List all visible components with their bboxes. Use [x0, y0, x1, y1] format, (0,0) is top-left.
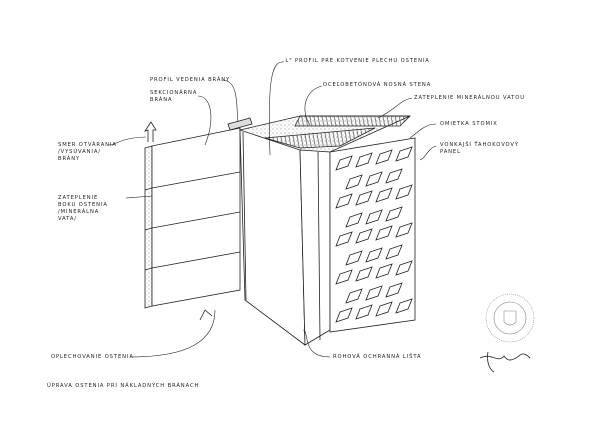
- mesh-opening: [395, 260, 413, 276]
- mesh-opening: [345, 212, 363, 228]
- expanded-metal-panel: [329, 137, 416, 333]
- mesh-opening: [385, 206, 403, 222]
- mesh-opening: [365, 247, 383, 263]
- mesh-opening: [355, 266, 373, 282]
- label-line: sekcionárna: [150, 90, 198, 96]
- mesh-opening: [335, 307, 353, 323]
- sectional-gate-panel: [144, 127, 241, 309]
- signature: [479, 351, 531, 373]
- corner-protection-strip: [317, 151, 321, 341]
- mesh-opening: [375, 301, 393, 317]
- label-line: boku ostenia: [58, 202, 108, 208]
- mesh-opening: [355, 152, 373, 168]
- mesh-opening: [395, 146, 413, 162]
- label-gate-guide-profile: profil vedenia brány: [150, 77, 231, 83]
- mesh-opening: [375, 149, 393, 165]
- mesh-opening: [355, 190, 373, 206]
- label-mineral-wool: zateplenie minerálnou vatou: [414, 95, 525, 101]
- mesh-opening: [335, 269, 353, 285]
- mesh-opening: [385, 244, 403, 260]
- label-opening-direction: smer otvárania/vysúvania/brány: [58, 142, 117, 163]
- mesh-opening: [395, 184, 413, 200]
- gate-guide-profile: [227, 117, 253, 131]
- label-line: smer otvárania: [58, 142, 117, 148]
- drawing-title: úprava ostenia pri nákladných bránach: [47, 383, 200, 389]
- label-plaster: omietka stomix: [440, 121, 498, 127]
- mesh-opening: [385, 282, 403, 298]
- mesh-opening: [385, 168, 403, 184]
- mesh-opening: [365, 209, 383, 225]
- label-line: vata/: [58, 216, 77, 222]
- mesh-opening: [365, 285, 383, 301]
- label-line: /vysúvania/: [58, 149, 101, 155]
- mesh-opening: [355, 228, 373, 244]
- mesh-panel-outline: [329, 137, 416, 333]
- label-line: panel: [440, 149, 461, 155]
- label-l-profile: „L" profil pre kotvenie plechu ostenia: [282, 58, 430, 64]
- opening-direction-arrow-icon: [144, 121, 157, 142]
- mesh-opening: [345, 288, 363, 304]
- architect-stamp: [485, 293, 535, 343]
- label-line: brány: [58, 156, 81, 162]
- label-line: /minerálna: [58, 209, 100, 215]
- mesh-opening: [375, 263, 393, 279]
- mesh-opening: [335, 231, 353, 247]
- mesh-opening: [365, 171, 383, 187]
- mesh-opening: [335, 155, 353, 171]
- mesh-opening: [355, 304, 373, 320]
- label-concrete-wall: oceľobetónová nosná stena: [323, 82, 432, 88]
- mesh-opening: [345, 250, 363, 266]
- mesh-opening: [375, 225, 393, 241]
- label-jamb-flashing: oplechovanie ostenia: [51, 354, 134, 360]
- label-line: vonkajší ťahokovový: [440, 142, 519, 148]
- label-line: brána: [150, 97, 173, 103]
- mesh-opening: [335, 193, 353, 209]
- mesh-opening: [395, 298, 413, 314]
- label-expanded-metal-panel: vonkajší ťahokovovýpanel: [440, 142, 519, 156]
- label-corner-protection-strip: rohová ochranná lišta: [333, 354, 422, 360]
- label-line: zateplenie: [58, 195, 99, 201]
- mesh-opening: [345, 174, 363, 190]
- mesh-opening: [395, 222, 413, 238]
- label-sectional-gate: sekcionárnabrána: [150, 90, 197, 104]
- label-jamb-insulation: zateplenieboku ostenia/minerálnavata/: [58, 195, 108, 223]
- jamb-flashing: [199, 129, 331, 346]
- mesh-opening: [375, 187, 393, 203]
